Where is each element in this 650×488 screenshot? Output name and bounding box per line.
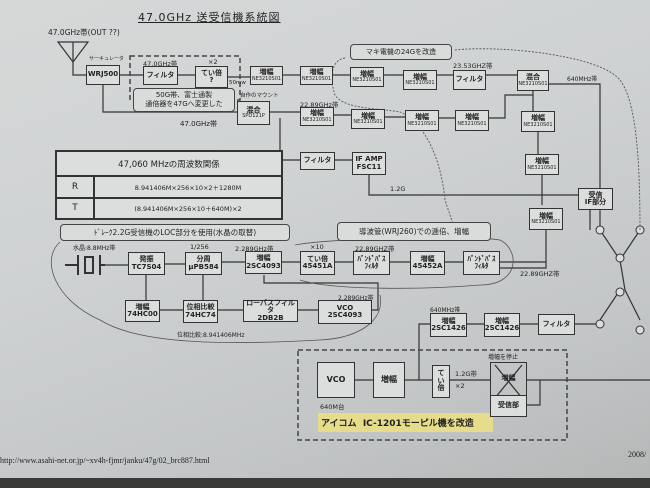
table-key: T xyxy=(55,196,95,221)
label: 水晶:8.8MHz帯 xyxy=(73,245,116,252)
vco-block: VCO xyxy=(317,362,355,398)
out-label: 47.0GHz帯(OUT ??) xyxy=(48,28,120,37)
label: 50mw xyxy=(229,80,246,86)
table-value: 8.941406M×256×10×2＋1280M xyxy=(93,175,283,199)
filter-block: フィルタ xyxy=(300,152,335,170)
label: 1.2G帯 xyxy=(455,370,477,378)
label: 22.89GHZ帯 xyxy=(355,245,395,253)
source-url: http://www.asahi-net.or.jp/~xv4h-fjmr/ja… xyxy=(0,456,210,465)
note-maki: マキ電機の24Gを改造 xyxy=(350,44,452,60)
label: 自作のマウント xyxy=(240,93,279,99)
label: 47.0GHz帯 xyxy=(143,60,178,68)
amp-block: 増幅 xyxy=(373,362,405,398)
label: 22.89GHz帯 xyxy=(300,101,339,109)
label: 640MHz帯 xyxy=(567,76,598,83)
multiplier-block: てい倍 xyxy=(432,365,450,398)
label: 1/256 xyxy=(190,243,209,251)
label: ×2 xyxy=(208,58,218,66)
note-icom: アイコム IC-1201モーピル機を改造 xyxy=(318,413,493,432)
label: 640MHz帯 xyxy=(430,307,461,314)
label: 増幅を停止 xyxy=(488,354,519,361)
label: 1.2G xyxy=(390,185,406,193)
label: 23.53GHZ帯 xyxy=(453,62,493,70)
label: 2.289GHz帯 xyxy=(338,295,374,302)
label: ×10 xyxy=(310,243,324,251)
circulator-block: WRJ500 xyxy=(86,65,120,85)
multiplier-block: てい倍? xyxy=(195,66,228,88)
label: 47.0GHz帯 xyxy=(180,120,217,128)
label: 640M台 xyxy=(320,403,345,411)
filter-block: フィルタ xyxy=(143,66,178,85)
bandpass-filter-block: ﾊﾞﾝﾄﾞﾊﾟｽﾌｨﾙﾀ xyxy=(463,251,500,275)
bottom-edge xyxy=(0,478,650,488)
note-wrj: 導波管(WRJ260)での逓倍、増幅 xyxy=(337,222,491,241)
filter-block: フィルタ xyxy=(453,70,486,90)
disabled-amp-block: 増幅 xyxy=(490,362,527,396)
table-header: 47,060 MHzの周波数関係 xyxy=(55,149,283,178)
label: 位相比較:8.941406MHz xyxy=(177,332,245,339)
date: 2008/ xyxy=(628,450,647,459)
label: ×2 xyxy=(455,382,465,390)
table-key: R xyxy=(55,175,95,199)
label: 22.89GHZ帯 xyxy=(520,270,560,278)
bandpass-filter-block: ﾊﾞﾝﾄﾞﾊﾟｽﾌｨﾙﾀ xyxy=(353,251,390,275)
page-title: 47.0GHz 送受信機系統図 xyxy=(138,11,281,24)
note-fujitsu: 50G帯、富士通製 通倍器を47Gへ変更した xyxy=(133,88,235,112)
receiver-block: 受信部 xyxy=(490,395,527,417)
circulator-label: サーキュレータ xyxy=(89,56,124,62)
table-value: (8.941406M×256×10＋640M)×2 xyxy=(93,196,283,221)
filter-block: フィルタ xyxy=(538,314,575,335)
note-loc: ﾄﾞﾚｰｸ2.2G受信機のLOC部分を使用(水晶の取替) xyxy=(60,224,290,241)
label: 2.289GHz帯 xyxy=(235,245,274,253)
